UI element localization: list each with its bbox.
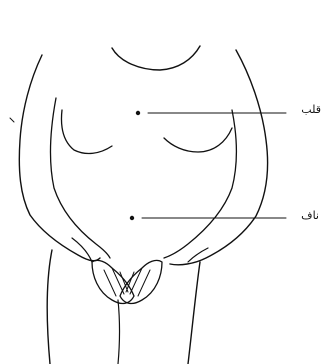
right-arm-inner	[164, 110, 237, 258]
left-chest-line	[62, 110, 113, 153]
right-arm-outer	[170, 50, 268, 265]
navel-marker-dot	[130, 216, 134, 220]
left-leg-outer	[47, 250, 52, 364]
neck-curve	[112, 46, 200, 70]
inner-leg-line	[118, 300, 120, 364]
right-chest-line	[164, 128, 232, 152]
heart-label: قلب	[301, 104, 321, 115]
heart-marker-dot	[136, 111, 140, 115]
left-arm-inner	[50, 98, 110, 258]
stray-mark-left	[10, 118, 14, 122]
left-hip-line	[72, 238, 92, 262]
right-hip-line	[188, 248, 208, 262]
left-arm-outer	[19, 55, 100, 261]
right-leg-outer	[188, 262, 200, 364]
navel-label: ناف	[301, 210, 319, 221]
